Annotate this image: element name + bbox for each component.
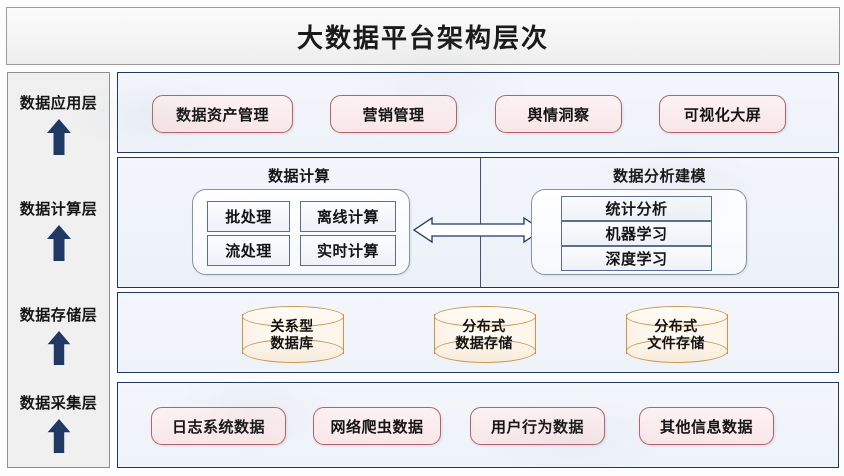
arrow-up-icon xyxy=(46,118,72,160)
cylinder-label: 分布式 文件存储 xyxy=(626,317,726,355)
collect-chip-log-system[interactable]: 日志系统数据 xyxy=(151,407,286,445)
cylinder-label-line2: 数据库 xyxy=(270,336,314,352)
compute-group-container: 批处理 离线计算 流处理 实时计算 xyxy=(192,189,410,275)
collect-chip-user-behavior[interactable]: 用户行为数据 xyxy=(470,407,605,445)
app-chip-visual-board[interactable]: 可视化大屏 xyxy=(659,95,786,133)
cylinder-bottom xyxy=(434,339,536,363)
sidebar-item-application[interactable]: 数据应用层 xyxy=(8,81,109,171)
cylinder-label-line1: 分布式 xyxy=(462,319,506,336)
compute-group-title: 数据计算 xyxy=(267,167,330,185)
analysis-group-title: 数据分析建模 xyxy=(612,167,706,185)
storage-cylinder-distributed-data[interactable]: 分布式 数据存储 xyxy=(434,306,536,363)
compute-box-stream[interactable]: 流处理 xyxy=(207,235,290,266)
collect-chip-web-crawler[interactable]: 网络爬虫数据 xyxy=(313,407,441,445)
arrow-up-icon xyxy=(46,224,72,266)
compute-panel-divider xyxy=(480,158,481,287)
storage-layer-panel: 关系型 数据库 分布式 数据存储 分布式 文件存储 xyxy=(117,292,839,373)
page-title: 大数据平台架构层次 xyxy=(296,23,549,54)
cylinder-bottom xyxy=(242,339,344,363)
cylinder-top xyxy=(242,306,344,327)
analysis-box-statistics[interactable]: 统计分析 xyxy=(561,196,712,221)
bidirectional-arrow-icon xyxy=(412,214,544,250)
app-chip-marketing[interactable]: 营销管理 xyxy=(330,95,457,133)
collect-chip-other-info[interactable]: 其他信息数据 xyxy=(639,407,774,445)
collection-layer-panel: 日志系统数据 网络爬虫数据 用户行为数据 其他信息数据 xyxy=(117,382,839,468)
sidebar-item-label: 数据应用层 xyxy=(19,94,98,112)
sidebar-item-label: 数据计算层 xyxy=(19,200,98,218)
compute-box-realtime[interactable]: 实时计算 xyxy=(300,235,396,266)
sidebar-item-label: 数据存储层 xyxy=(19,306,98,324)
arrow-up-icon xyxy=(46,330,72,370)
storage-cylinder-relational-db[interactable]: 关系型 数据库 xyxy=(242,306,344,363)
sidebar-item-label: 数据采集层 xyxy=(19,394,98,412)
compute-box-batch[interactable]: 批处理 xyxy=(207,201,290,232)
cylinder-label-line2: 数据存储 xyxy=(455,336,513,352)
app-chip-data-asset[interactable]: 数据资产管理 xyxy=(152,95,293,133)
title-bar: 大数据平台架构层次 xyxy=(6,7,840,65)
sidebar-item-storage[interactable]: 数据存储层 xyxy=(8,295,109,379)
arrow-up-icon xyxy=(46,418,72,458)
cylinder-top xyxy=(434,306,536,327)
application-layer-panel: 数据资产管理 营销管理 舆情洞察 可视化大屏 xyxy=(117,72,839,153)
layer-sidebar: 数据应用层 数据计算层 数据存储层 数据采集层 xyxy=(7,72,110,468)
cylinder-label-line2: 文件存储 xyxy=(647,336,705,352)
analysis-box-deep-learning[interactable]: 深度学习 xyxy=(561,246,712,271)
analysis-box-machine-learning[interactable]: 机器学习 xyxy=(561,221,712,246)
cylinder-label: 关系型 数据库 xyxy=(242,317,342,355)
cylinder-label-line1: 分布式 xyxy=(654,319,698,336)
cylinder-bottom xyxy=(626,339,728,363)
app-chip-opinion[interactable]: 舆情洞察 xyxy=(495,95,622,133)
storage-cylinder-distributed-file[interactable]: 分布式 文件存储 xyxy=(626,306,728,363)
sidebar-item-compute[interactable]: 数据计算层 xyxy=(8,177,109,287)
cylinder-label: 分布式 数据存储 xyxy=(434,317,534,355)
analysis-group-container: 统计分析 机器学习 深度学习 xyxy=(531,189,747,275)
sidebar-item-collection[interactable]: 数据采集层 xyxy=(8,383,109,467)
cylinder-top xyxy=(626,306,728,327)
cylinder-label-line1: 关系型 xyxy=(270,319,314,336)
compute-layer-panel: 数据计算 批处理 离线计算 流处理 实时计算 数据分析建模 统计分析 机器学习 … xyxy=(117,157,839,288)
compute-box-offline[interactable]: 离线计算 xyxy=(300,201,396,232)
